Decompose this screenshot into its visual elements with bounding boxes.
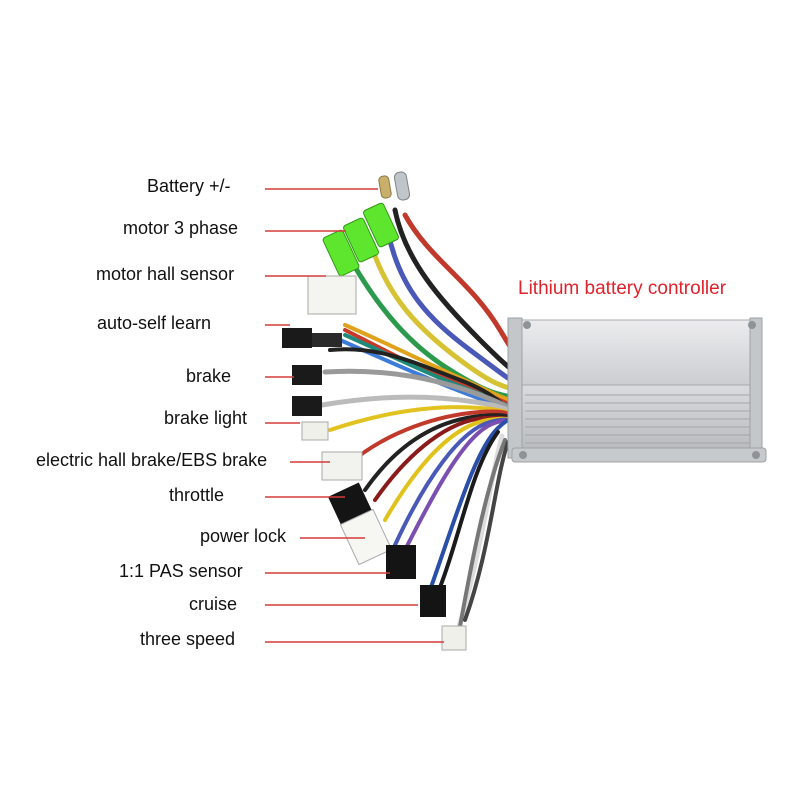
label-battery: Battery +/- <box>147 176 231 196</box>
controller-housing <box>507 317 767 463</box>
battery-terminals <box>378 171 411 201</box>
phase-connectors <box>322 202 399 277</box>
label-cruise: cruise <box>189 594 238 614</box>
controller-title: Lithium battery controller <box>518 278 727 299</box>
cruise-plug <box>420 585 446 617</box>
brake-light-white-plug <box>301 421 329 441</box>
ebs-brake-plug <box>321 451 363 481</box>
brake-plug <box>292 365 322 385</box>
label-auto-self-learn: auto-self learn <box>97 313 212 333</box>
label-motor-hall-sensor: motor hall sensor <box>96 264 235 284</box>
three-speed-plug <box>441 625 467 651</box>
label-motor-phase: motor 3 phase <box>123 218 239 238</box>
leader-lines <box>265 188 444 643</box>
label-brake: brake <box>186 366 232 386</box>
label-pas-sensor: 1:1 PAS sensor <box>119 561 243 581</box>
label-power-lock: power lock <box>200 526 287 546</box>
self-learn-plug <box>282 328 312 348</box>
pas-sensor-plug <box>386 545 416 579</box>
label-brake-light: brake light <box>164 408 248 428</box>
hall-sensor-plug <box>307 275 357 315</box>
label-three-speed: three speed <box>140 629 236 649</box>
connector-plugs <box>282 275 467 651</box>
label-ebs-brake: electric hall brake/EBS brake <box>36 450 268 470</box>
brake-light-plug <box>292 396 322 416</box>
power-lock-plug <box>339 508 393 566</box>
wire-bundle <box>319 207 528 643</box>
label-throttle: throttle <box>169 485 225 505</box>
